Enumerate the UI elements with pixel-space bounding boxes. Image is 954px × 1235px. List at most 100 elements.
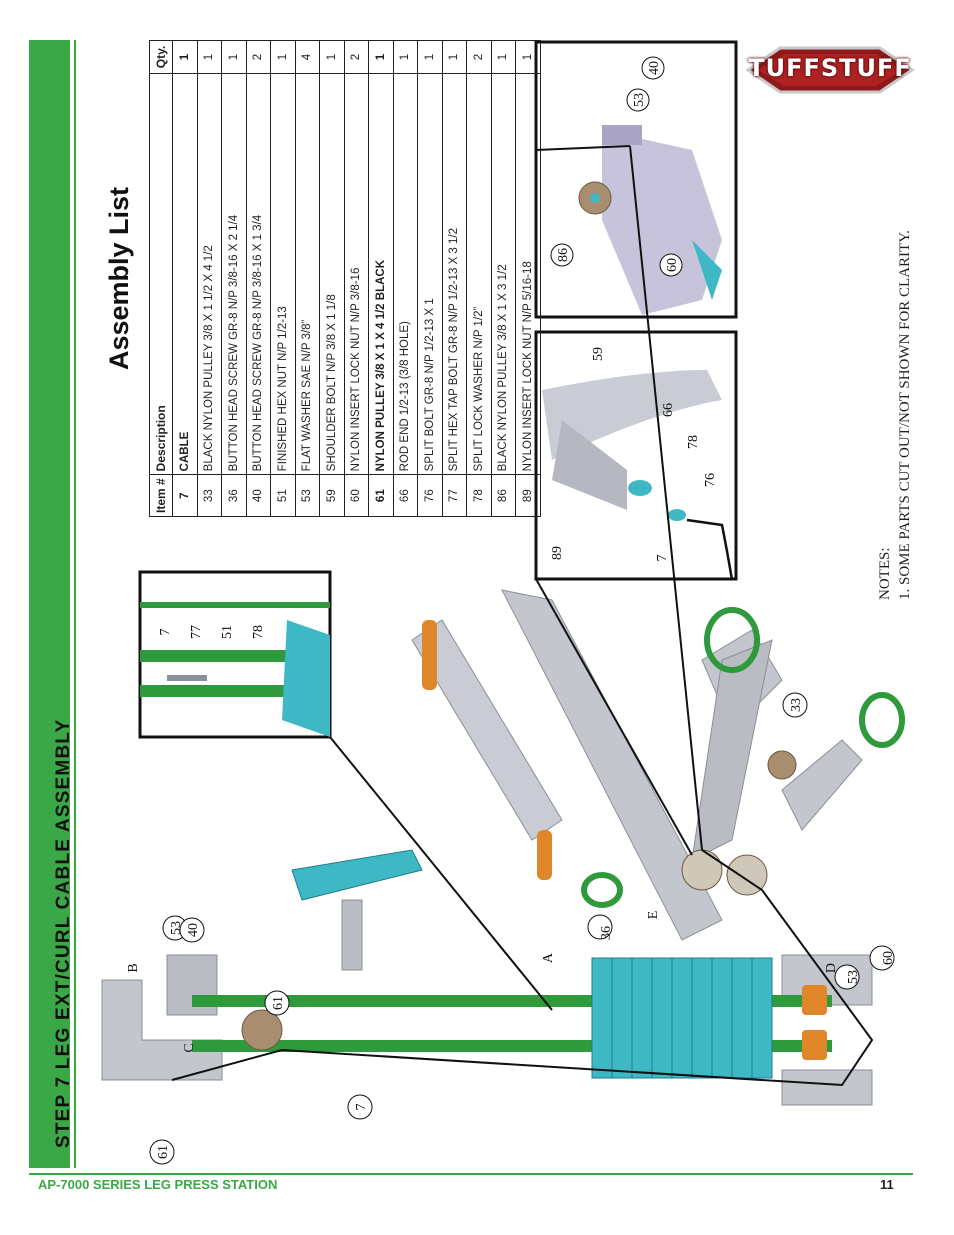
- page-number: 11: [880, 1177, 894, 1192]
- callout-label: 33: [789, 698, 804, 712]
- notes-heading: NOTES:: [877, 547, 893, 601]
- cell-description: SPLIT LOCK WASHER N/P 1/2”: [466, 73, 491, 475]
- cell-qty: 1: [515, 40, 540, 74]
- notes-line-1: 1. SOME PARTS CUT OUT/NOT SHOWN FOR CLAR…: [897, 230, 913, 600]
- cell-item: 36: [221, 474, 246, 517]
- cell-description: BLACK NYLON PULLEY 3/8 X 1 1/2 X 4 1/2: [197, 73, 222, 475]
- weight-stack: [591, 957, 773, 1079]
- step-title: STEP 7 LEG EXT/CURL CABLE ASSEMBLY: [53, 718, 74, 1148]
- cell-qty: 1: [197, 40, 222, 74]
- cell-description: SPLIT BOLT GR-8 N/P 1/2-13 X 1: [417, 73, 442, 475]
- cell-qty: 1: [172, 40, 197, 74]
- cell-qty: 1: [417, 40, 442, 74]
- callout-label: 78: [686, 435, 701, 449]
- callout-label: 7: [655, 555, 670, 562]
- callout-label: C: [182, 1043, 197, 1052]
- cell-qty: 2: [246, 40, 271, 74]
- callout-label: 77: [189, 625, 204, 639]
- cell-item: 7: [172, 474, 197, 517]
- cell-description: SPLIT HEX TAP BOLT GR-8 N/P 1/2-13 X 3 1…: [442, 73, 467, 475]
- detail-box-left: [138, 570, 332, 739]
- callout-label: 7: [354, 1104, 369, 1111]
- cell-item: 53: [295, 474, 320, 517]
- cell-qty: 1: [270, 40, 295, 74]
- detail-box-mid: [534, 330, 738, 581]
- callout-label: 36: [599, 926, 614, 940]
- cell-description: ROD END 1/2-13 (3/8 HOLE): [393, 73, 418, 475]
- cell-item: 51: [270, 474, 295, 517]
- cell-qty: 1: [319, 40, 344, 74]
- callout-label: B: [126, 963, 141, 972]
- cell-qty: 1: [221, 40, 246, 74]
- callout-label: 60: [881, 951, 896, 965]
- cell-item: 78: [466, 474, 491, 517]
- cell-description: BUTTON HEAD SCREW GR-8 N/P 3/8-16 X 2 1/…: [221, 73, 246, 475]
- header-qty: Qty.: [149, 40, 173, 74]
- cell-item: 40: [246, 474, 271, 517]
- callout-label: 78: [251, 625, 266, 639]
- logo-badge-icon: [745, 46, 915, 94]
- cell-description: FINISHED HEX NUT N/P 1/2-13: [270, 73, 295, 475]
- cell-qty: 1: [442, 40, 467, 74]
- cell-qty: 1: [368, 40, 393, 74]
- cell-item: 33: [197, 474, 222, 517]
- callout-label: 51: [220, 625, 235, 639]
- callout-label: 59: [591, 347, 606, 361]
- cell-qty: 2: [344, 40, 369, 74]
- cell-description: BLACK NYLON PULLEY 3/8 X 1 X 3 1/2: [491, 73, 516, 475]
- detail-box-right: [534, 40, 738, 319]
- cell-description: NYLON INSERT LOCK NUT N/P 5/16-18: [515, 73, 540, 475]
- callout-label: 61: [156, 1145, 171, 1159]
- cell-qty: 2: [466, 40, 491, 74]
- brand-logo: TUFFSTUFF: [740, 40, 920, 100]
- cell-item: 76: [417, 474, 442, 517]
- callout-label: 53: [846, 970, 861, 984]
- cell-qty: 1: [393, 40, 418, 74]
- cell-item: 66: [393, 474, 418, 517]
- cell-description: NYLON PULLEY 3/8 X 1 X 4 1/2 BLACK: [368, 73, 393, 475]
- header-description: Description: [149, 73, 173, 475]
- cell-description: FLAT WASHER SAE N/P 3/8”: [295, 73, 320, 475]
- cell-description: NYLON INSERT LOCK NUT N/P 3/8-16: [344, 73, 369, 475]
- cell-qty: 4: [295, 40, 320, 74]
- callout-label: A: [541, 952, 556, 963]
- cell-item: 61: [368, 474, 393, 517]
- cell-description: BUTTON HEAD SCREW GR-8 N/P 3/8-16 X 1 3/…: [246, 73, 271, 475]
- callout-label: 40: [186, 923, 201, 937]
- callout-label: 89: [550, 546, 565, 560]
- cell-description: CABLE: [172, 73, 197, 475]
- side-accent-bar: [29, 40, 70, 1168]
- callout-label: 60: [665, 258, 680, 272]
- cell-item: 86: [491, 474, 516, 517]
- footer-rule: [29, 1173, 913, 1175]
- machine-drawing: [101, 145, 905, 1165]
- callout-label: E: [646, 911, 661, 920]
- cell-item: 59: [319, 474, 344, 517]
- callout-label: 53: [169, 921, 184, 935]
- callout-label: 61: [271, 996, 286, 1010]
- cell-item: 77: [442, 474, 467, 517]
- callout-label: D: [824, 963, 839, 973]
- callout-label: 7: [158, 629, 173, 636]
- assembly-list-title: Assembly List: [104, 186, 134, 371]
- callout-label: 86: [556, 248, 571, 262]
- cell-item: 89: [515, 474, 540, 517]
- header-item: Item #: [149, 474, 173, 517]
- callout-label: 53: [632, 93, 647, 107]
